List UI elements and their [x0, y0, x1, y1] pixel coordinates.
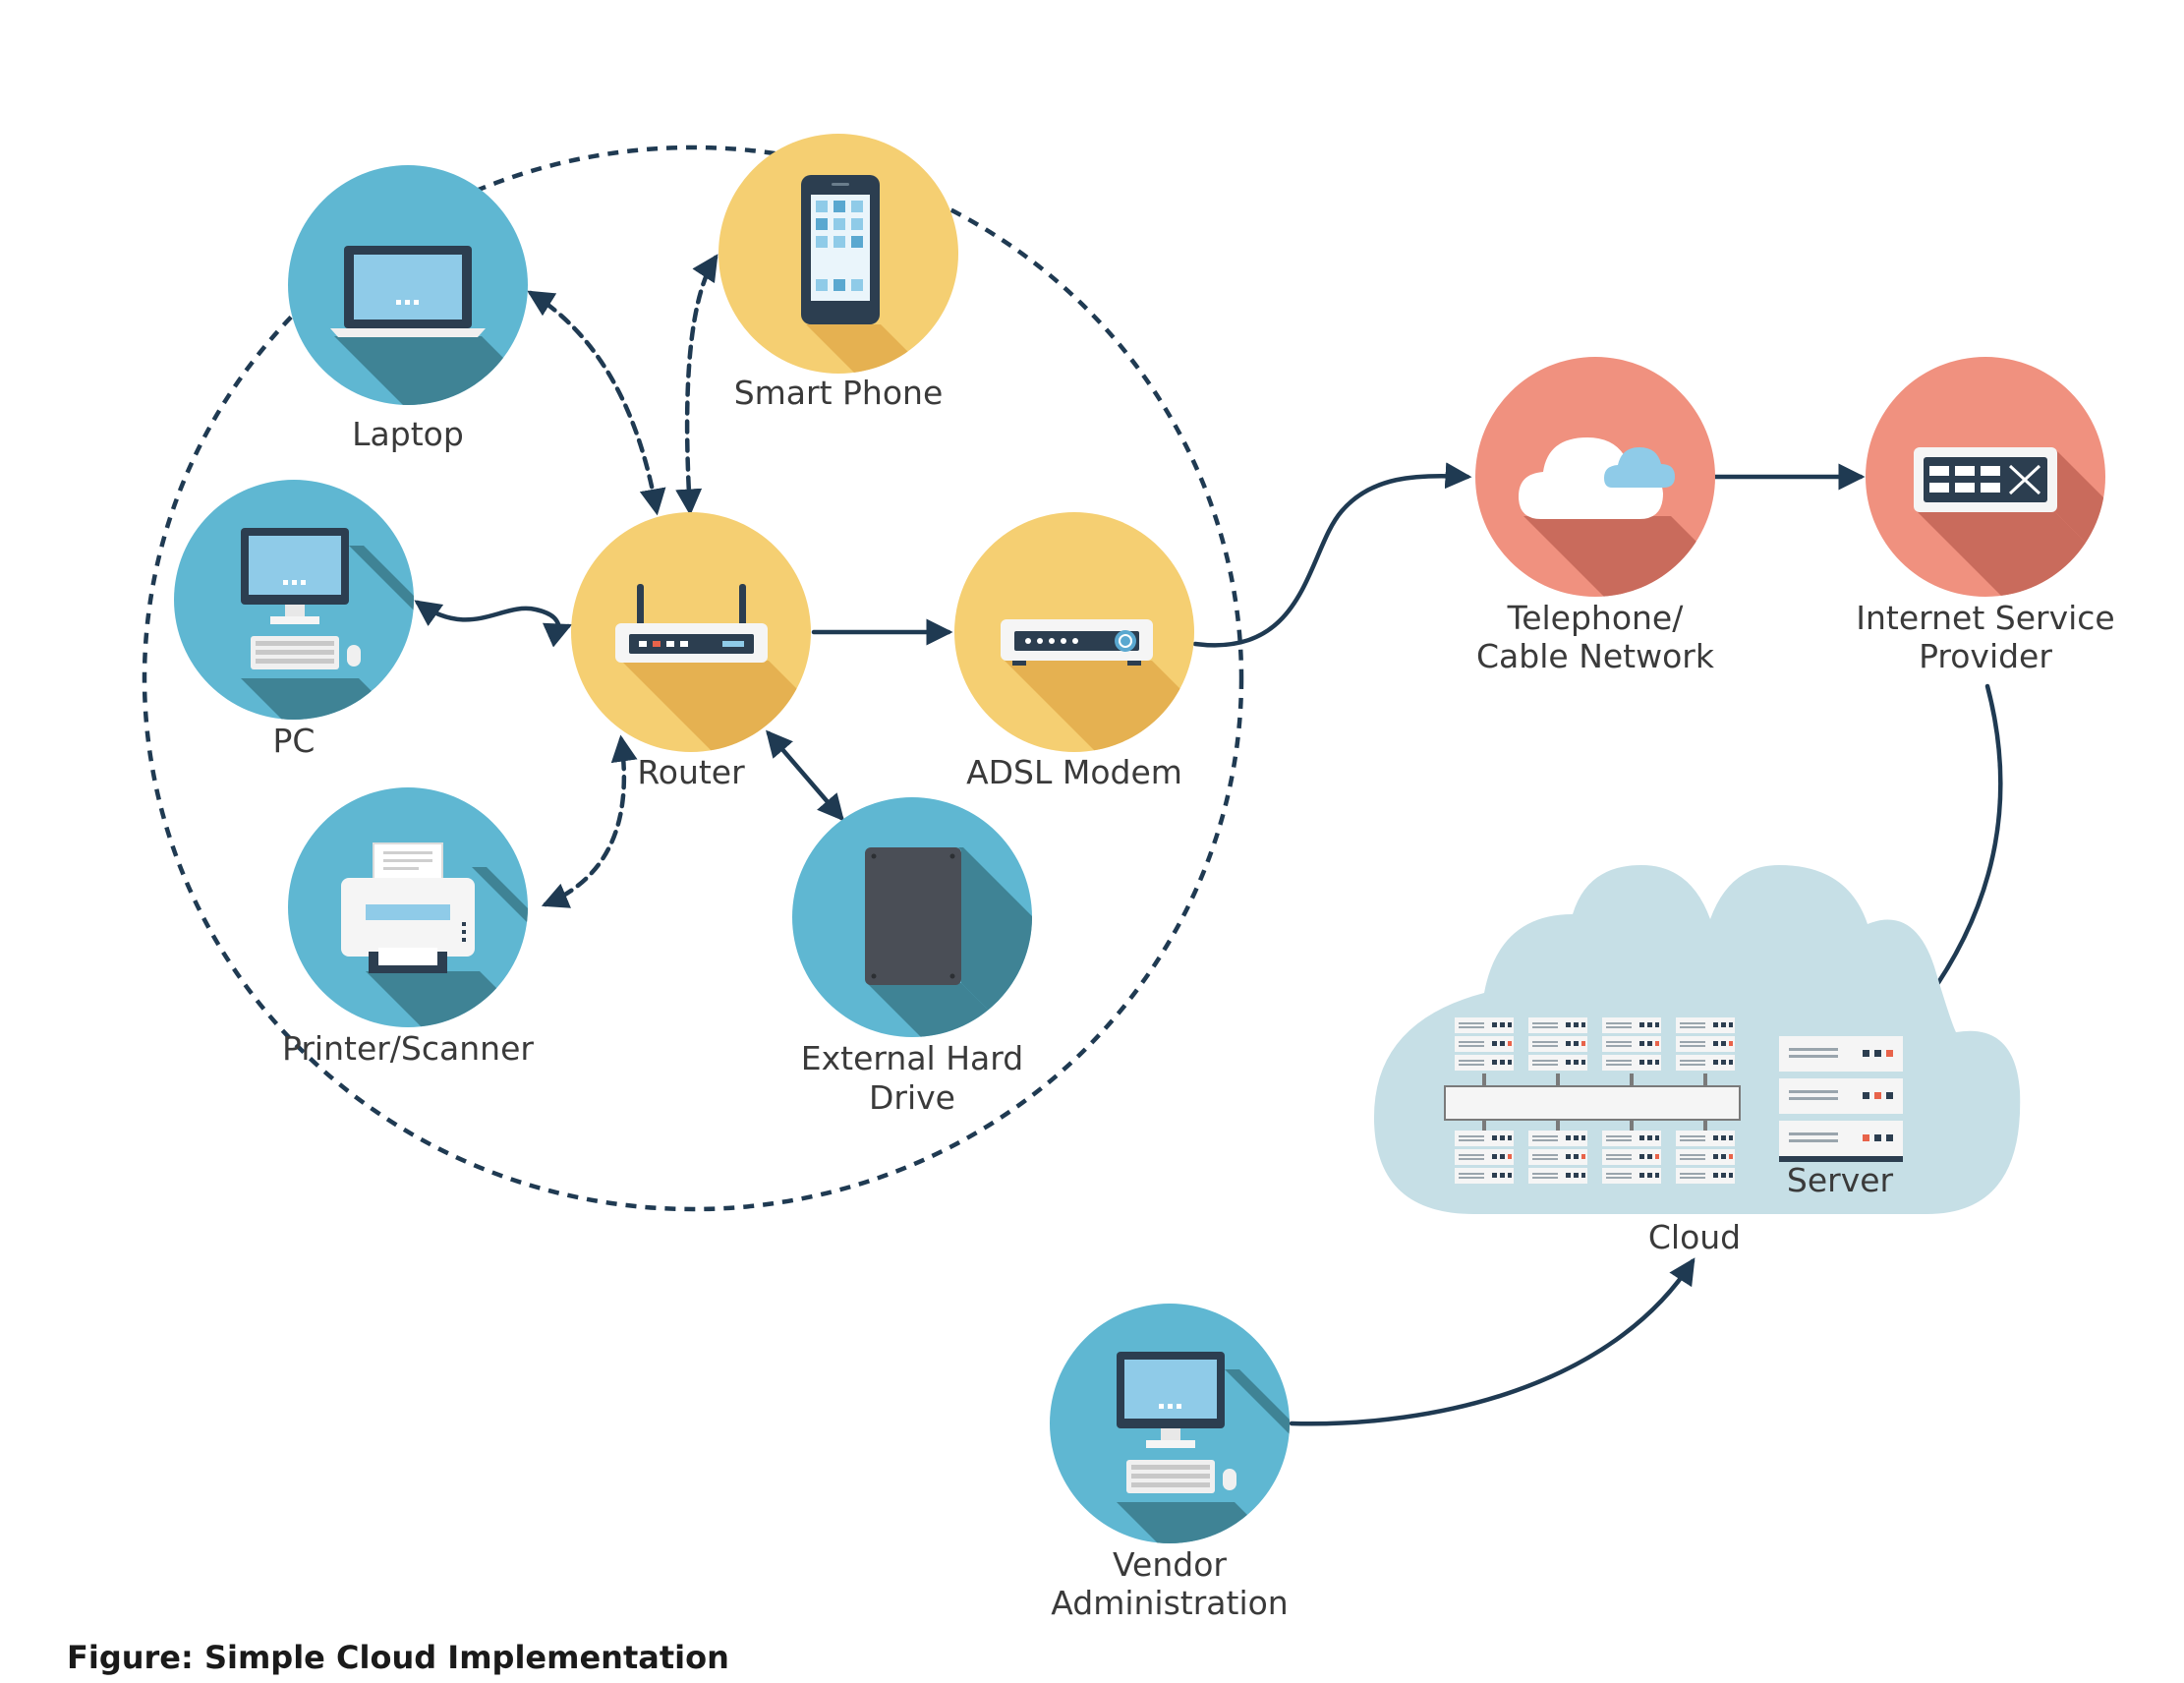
- server-bus: [1444, 1085, 1741, 1121]
- adsl-modem-node: [954, 512, 1194, 752]
- laptop-icon: [330, 246, 486, 337]
- hard-drive-icon: [865, 847, 961, 985]
- server-label: Server: [1787, 1161, 1894, 1199]
- link-router-hdd: [766, 729, 844, 822]
- adsl-modem-label: ADSL Modem: [966, 753, 1182, 791]
- router-node: [571, 512, 811, 752]
- rack-unit-top-1: [1455, 1017, 1514, 1086]
- rack-unit-top-4: [1676, 1017, 1735, 1086]
- link-phone-router: [675, 254, 718, 516]
- isp-label-2: Provider: [1919, 637, 2052, 675]
- link-laptop-router: [527, 290, 666, 516]
- external-hard-drive-node: [792, 797, 1032, 1037]
- rack-unit-bottom-4: [1676, 1120, 1735, 1184]
- network-switch-icon: [1914, 447, 2057, 512]
- external-hard-drive-label-1: External Hard: [801, 1039, 1023, 1077]
- link-vendor-cloud: [1289, 1257, 1695, 1426]
- smart-phone-label: Smart Phone: [734, 374, 944, 412]
- cloud-region: Server: [1373, 865, 2021, 1214]
- laptop-label: Laptop: [352, 415, 464, 453]
- external-hard-drive-label-2: Drive: [869, 1078, 955, 1117]
- printer-icon: [341, 842, 475, 973]
- desktop-computer-icon: [241, 528, 361, 669]
- server-icon: [1779, 1036, 1903, 1162]
- smart-phone-node: [718, 134, 958, 374]
- smartphone-icon: [801, 175, 880, 324]
- rack-unit-bottom-1: [1455, 1120, 1514, 1184]
- pc-node: [174, 480, 414, 720]
- link-printer-router: [541, 734, 638, 908]
- pc-label: PC: [273, 722, 316, 760]
- vendor-label-2: Administration: [1051, 1584, 1288, 1622]
- vendor-label-1: Vendor: [1113, 1545, 1227, 1584]
- isp-label-1: Internet Service: [1856, 599, 2114, 637]
- rack-unit-bottom-3: [1602, 1120, 1661, 1184]
- telephone-cable-network-node: [1475, 357, 1715, 597]
- rack-unit-top-2: [1528, 1017, 1587, 1086]
- router-icon: [615, 584, 768, 663]
- home-network-boundary: [142, 145, 1244, 1212]
- modem-icon: [1001, 619, 1153, 666]
- cloud-icon: [1519, 437, 1675, 519]
- laptop-node: [288, 165, 528, 405]
- vendor-computer-icon: [1117, 1352, 1236, 1493]
- router-label: Router: [637, 753, 745, 791]
- telephone-label-1: Telephone/: [1507, 599, 1685, 637]
- printer-scanner-label: Printer/Scanner: [282, 1029, 534, 1068]
- link-modem-telephone: [1192, 462, 1472, 648]
- link-pc-router: [414, 600, 573, 648]
- server-rack-cluster: [1455, 1017, 1735, 1184]
- telephone-label-2: Cable Network: [1476, 637, 1715, 675]
- rack-unit-bottom-2: [1528, 1120, 1587, 1184]
- cloud-label: Cloud: [1648, 1218, 1741, 1256]
- vendor-administration-node: [1050, 1304, 1290, 1543]
- rack-unit-top-3: [1602, 1017, 1661, 1086]
- link-isp-cloud: [1909, 683, 2003, 1023]
- figure-caption: Figure: Simple Cloud Implementation: [67, 1639, 729, 1676]
- printer-scanner-node: [288, 787, 528, 1027]
